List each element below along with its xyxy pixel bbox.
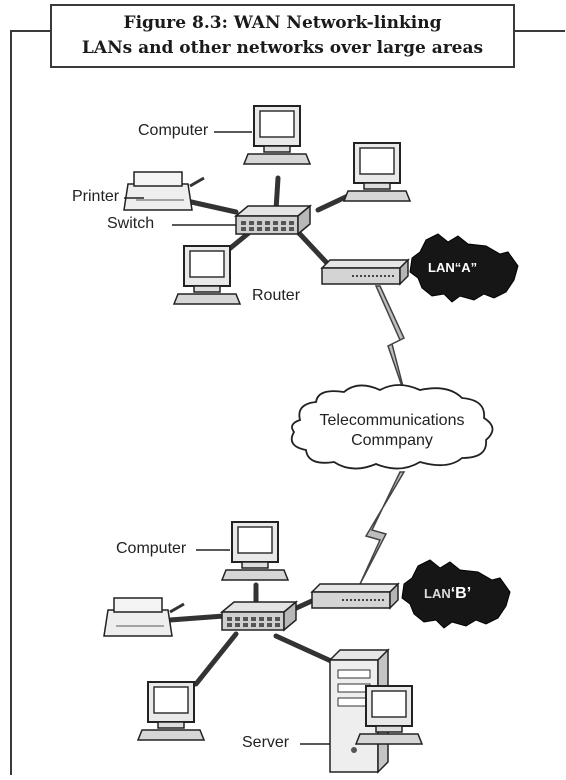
lan-b-printer — [102, 596, 186, 638]
figure-title-line2: LANs and other networks over large areas — [81, 38, 484, 58]
wan-link-lightning-bottom — [359, 471, 406, 585]
lan-a-region: LAN“A” — [409, 233, 519, 303]
lan-b-computer-left — [137, 681, 205, 741]
lan-a-router — [321, 259, 409, 285]
lan-a-leaders — [124, 131, 252, 226]
lan-b-region-label-prefix: LAN — [424, 586, 451, 601]
lan-a-computer-left — [173, 245, 241, 305]
figure-title-line1: Figure 8.3: WAN Network-linking — [123, 13, 442, 33]
lan-b-switch — [221, 601, 297, 631]
telecom-cloud-line2: Commpany — [351, 432, 433, 449]
lan-b-region-label-letter: ‘B’ — [451, 585, 471, 602]
lan-a-computer-top — [243, 105, 311, 165]
lan-a-switch — [235, 205, 311, 235]
lan-a-switch-label: Switch — [107, 215, 155, 232]
telecom-cloud-label: Telecommunications Commpany — [292, 411, 492, 451]
lan-a-router-label: Router — [252, 287, 301, 304]
frame-left-border — [10, 30, 12, 775]
wan-link-lightning-top — [374, 285, 407, 399]
lan-b-computer-label: Computer — [116, 540, 187, 557]
lan-a-region-label: LAN“A” — [428, 260, 477, 275]
lan-b-router — [311, 583, 399, 609]
lan-a-computer-right — [343, 142, 411, 202]
figure-title: Figure 8.3: WAN Network-linking LANs and… — [50, 4, 515, 68]
lan-b-computer-right — [355, 685, 423, 745]
lan-b-region: LAN‘B’ — [401, 559, 511, 629]
lan-b-leaders — [196, 549, 330, 745]
lan-b-computer-top — [221, 521, 289, 581]
telecom-cloud-line1: Telecommunications — [319, 412, 465, 429]
lan-b-server-label: Server — [242, 734, 290, 751]
telecom-cloud-icon — [290, 384, 494, 470]
lan-b-region-label: LAN‘B’ — [424, 585, 471, 602]
lan-a-computer-label: Computer — [138, 122, 209, 139]
frame-top-border-right — [515, 30, 565, 32]
lan-a-printer-label: Printer — [72, 188, 120, 205]
frame-top-border-left — [10, 30, 50, 32]
